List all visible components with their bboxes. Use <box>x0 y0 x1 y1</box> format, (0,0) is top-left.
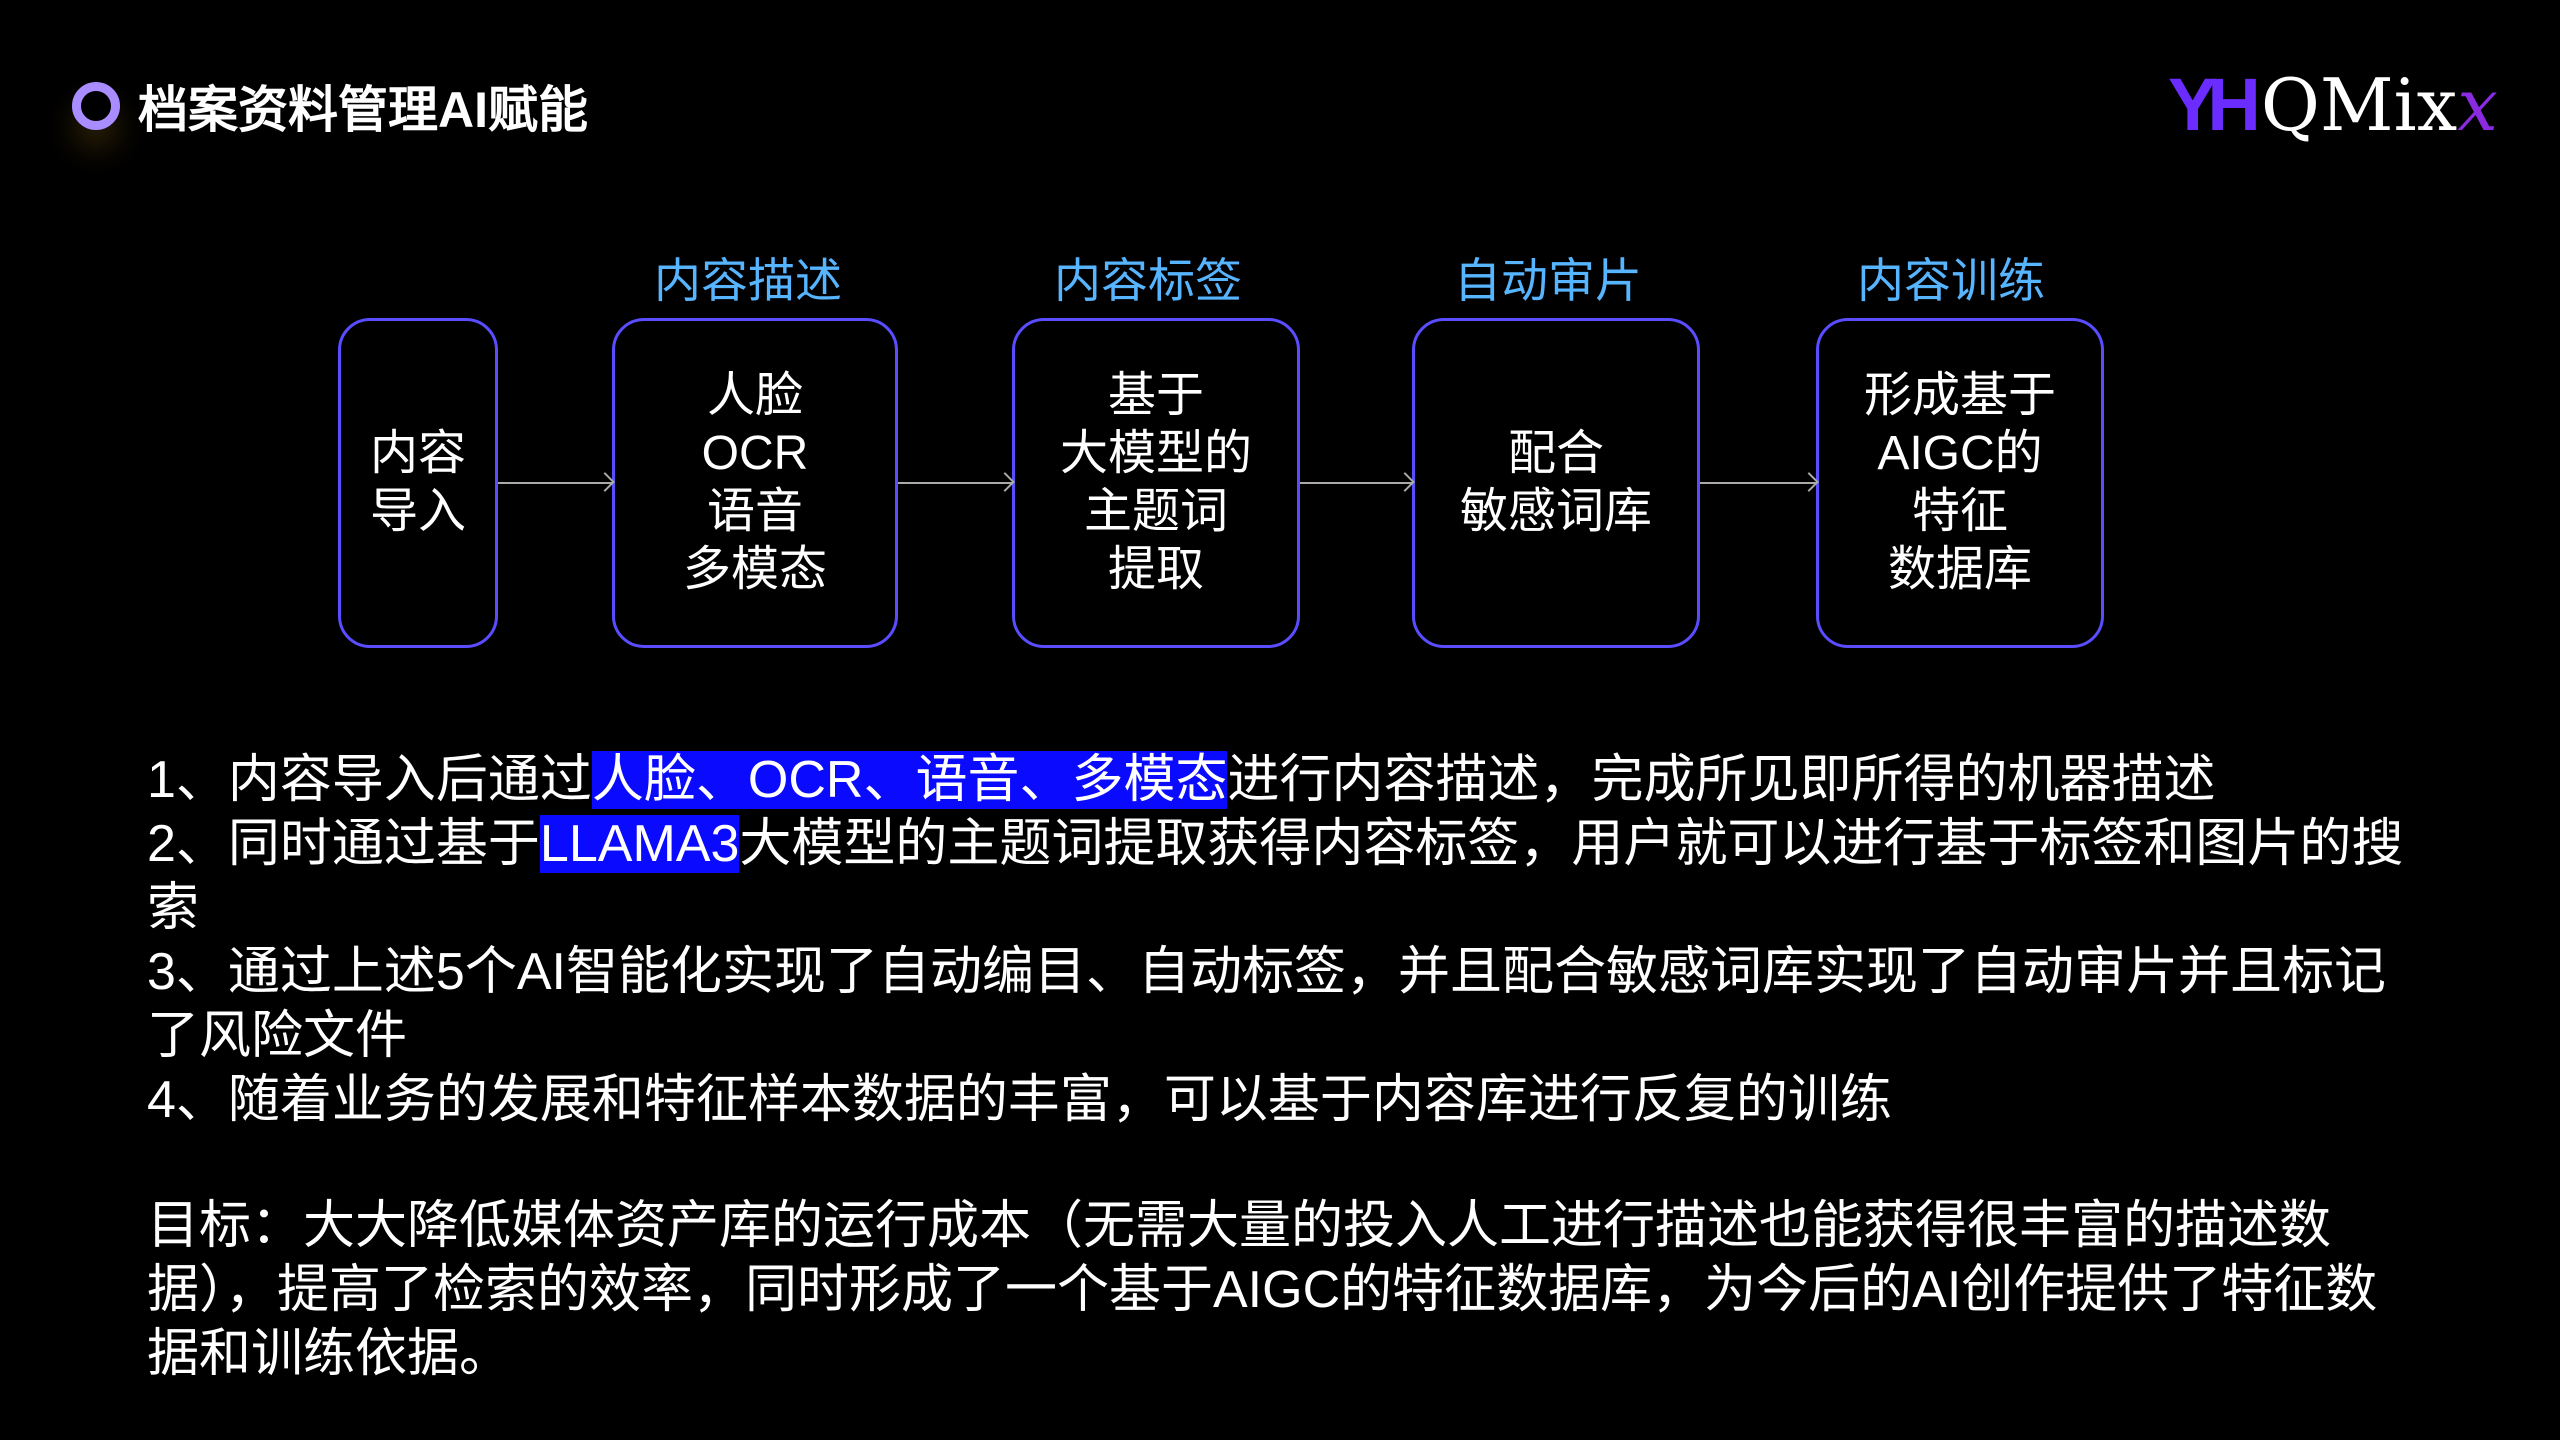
step-text: 形成基于 AIGC的 特征 数据库 <box>1863 369 2056 596</box>
page-title: 档案资料管理AI赋能 <box>72 70 588 142</box>
arrow-right-icon <box>898 482 1012 484</box>
point-item: 1、内容导入后通过人脸、OCR、语音、多模态进行内容描述，完成所见即所得的机器描… <box>147 748 2407 812</box>
logo-text: QMix <box>2260 62 2458 147</box>
point-highlight: LLAMA3 <box>539 815 740 873</box>
point-highlight: 人脸、OCR、语音、多模态 <box>591 751 1228 809</box>
logo-x: x <box>2457 62 2498 147</box>
step-box: 形成基于 AIGC的 特征 数据库 <box>1816 318 2104 648</box>
step-text: 基于 大模型的 主题词 提取 <box>1059 369 1252 596</box>
step-text: 内容 导入 <box>369 427 466 538</box>
arrow-right-icon <box>1300 482 1412 484</box>
logo-mark: YH <box>2168 63 2261 146</box>
step-text: 人脸 OCR 语音 多模态 <box>682 369 827 596</box>
step-label: 内容训练 <box>1857 254 2045 307</box>
point-text: 进行内容描述，完成所见即所得的机器描述 <box>1227 751 2216 809</box>
title-text: 档案资料管理AI赋能 <box>138 82 588 138</box>
point-text: 2、同时通过基于 <box>147 815 540 873</box>
point-text: 3、通过上述5个AI智能化实现了自动编目、自动标签，并且配合敏感词库实现了自动审… <box>147 943 2386 1065</box>
step-label: 自动审片 <box>1454 254 1642 307</box>
point-text: 4、随着业务的发展和特征样本数据的丰富，可以基于内容库进行反复的训练 <box>147 1071 1892 1129</box>
points-list: 1、内容导入后通过人脸、OCR、语音、多模态进行内容描述，完成所见即所得的机器描… <box>147 748 2407 1132</box>
point-item: 2、同时通过基于LLAMA3大模型的主题词提取获得内容标签，用户就可以进行基于标… <box>147 812 2407 940</box>
point-item: 3、通过上述5个AI智能化实现了自动编目、自动标签，并且配合敏感词库实现了自动审… <box>147 940 2407 1068</box>
step-box: 人脸 OCR 语音 多模态 <box>612 318 898 648</box>
bullet-ring-icon <box>72 82 120 130</box>
step-box: 配合 敏感词库 <box>1412 318 1700 648</box>
step-label: 内容描述 <box>654 254 842 307</box>
point-text: 大模型的主题词提取获得内容标签，用户就可以进行基于标签和图片的搜索 <box>147 815 2404 937</box>
arrow-right-icon <box>1700 482 1816 484</box>
point-item: 4、随着业务的发展和特征样本数据的丰富，可以基于内容库进行反复的训练 <box>147 1068 2407 1132</box>
step-label: 内容标签 <box>1054 254 1242 307</box>
goal-text: 目标：大大降低媒体资产库的运行成本（无需大量的投入人工进行描述也能获得很丰富的描… <box>147 1197 2378 1383</box>
point-text: 1、内容导入后通过 <box>147 751 592 809</box>
step-box: 基于 大模型的 主题词 提取 <box>1012 318 1300 648</box>
logo: YH QMix x <box>2168 62 2498 147</box>
step-text: 配合 敏感词库 <box>1459 427 1652 538</box>
step-box: 内容 导入 <box>338 318 498 648</box>
arrow-right-icon <box>498 482 612 484</box>
